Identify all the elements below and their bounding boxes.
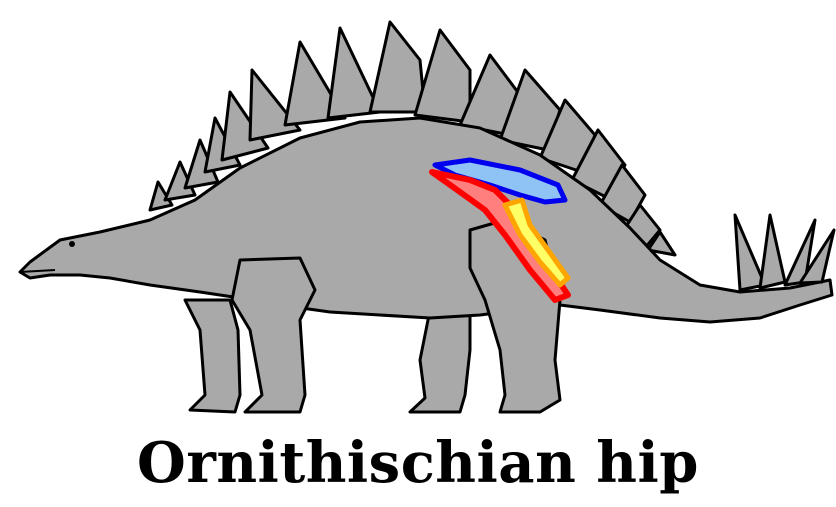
near-front-leg [232,258,315,412]
plate-10 [415,30,470,122]
plate-9 [370,22,425,112]
far-hind-leg [410,310,470,412]
far-front-leg [185,300,240,412]
tail-spike-2 [760,215,785,288]
body [20,118,832,322]
eye [69,241,75,247]
diagram-caption: Ornithischian hip [0,428,836,498]
tail-spikes [735,215,834,290]
